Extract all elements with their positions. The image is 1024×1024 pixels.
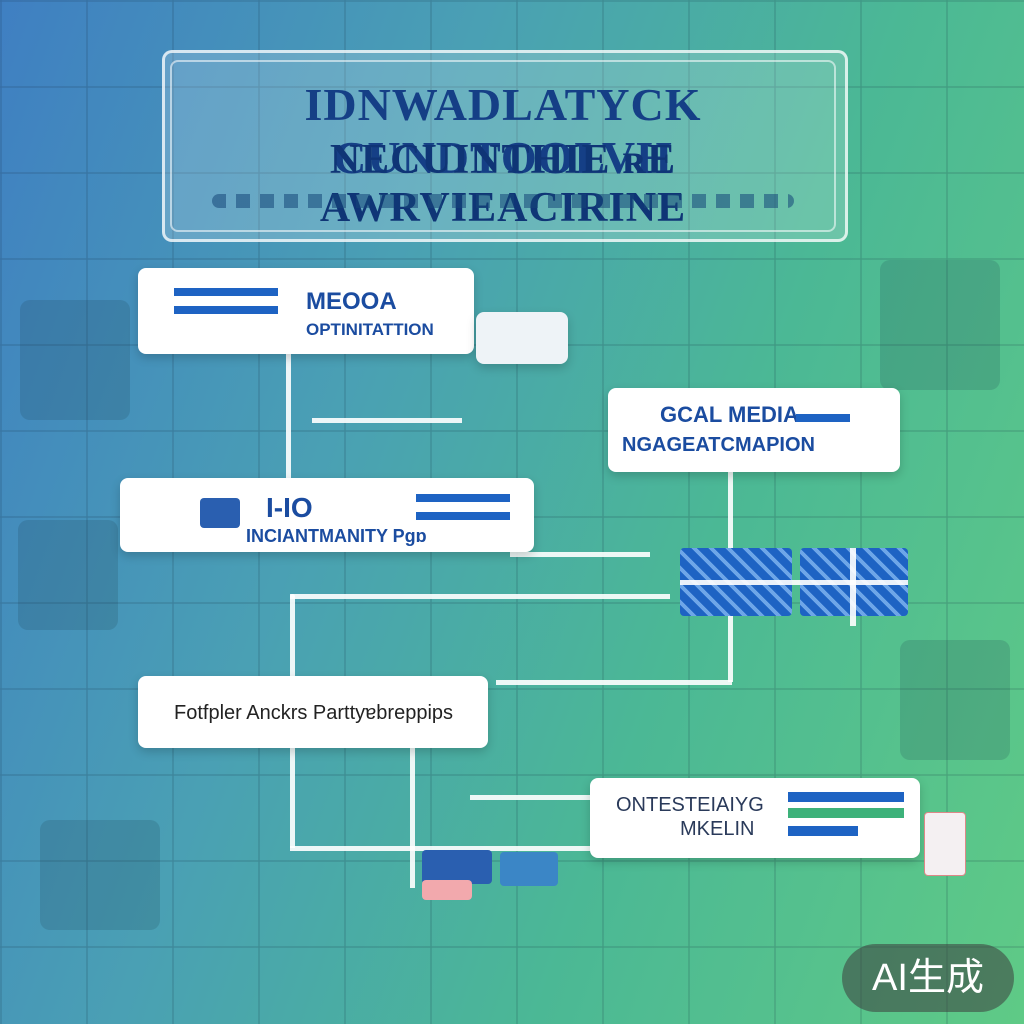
connector-line: [680, 580, 908, 585]
icon-box: [422, 850, 492, 884]
connector-line: [312, 418, 462, 423]
background-tile: [900, 640, 1010, 760]
connector-line: [850, 548, 856, 626]
title-line-2: NECUINTHIE ʀE AWRVIEACIRINE: [319, 137, 687, 231]
connector-line: [290, 846, 590, 851]
background-tile: [20, 300, 130, 420]
media-thumbnail: [476, 312, 568, 364]
connector-line: [290, 594, 295, 678]
title-banner: [162, 50, 848, 242]
node-partners-label: Fotfpler Anckrs Parttyɐbreppips: [174, 702, 454, 724]
icon-box-pink: [422, 880, 472, 900]
connector-line: [496, 680, 732, 685]
node-media-title: MEOOA: [306, 288, 397, 315]
icon-box: [500, 852, 558, 886]
connector-line: [290, 748, 295, 848]
node-bar: [788, 792, 904, 802]
node-media-optimization: MEOOA OPTINITATTION: [138, 268, 474, 354]
node-social-title: GCAL MEDIA: [660, 402, 799, 427]
node-content-subtitle: INCIANTMANITY Pɡɒ: [246, 526, 427, 546]
node-bar: [174, 306, 278, 314]
node-media-subtitle: OPTINITATTION: [306, 320, 434, 339]
node-content-title: I-IO: [266, 492, 313, 523]
background-tile: [40, 820, 160, 930]
node-bar: [416, 512, 510, 520]
node-marketing-title: ONTESTEIAIYG: [616, 794, 764, 816]
node-bar: [788, 826, 858, 836]
title-decoration: [212, 194, 794, 208]
title-banner-inner: IDNWADLATYCK CUNDTOOLVH NECUINTHIE ʀE AW…: [170, 60, 836, 232]
connector-line: [510, 552, 650, 557]
ai-generated-badge: AI生成: [842, 944, 1014, 1012]
node-marketing-subtitle: MKELIN: [680, 818, 755, 840]
background-tile: [880, 260, 1000, 390]
background-tile: [18, 520, 118, 630]
connector-line: [410, 748, 415, 888]
node-partners: Fotfpler Anckrs Parttyɐbreppips: [138, 676, 488, 748]
connector-line: [290, 594, 670, 599]
node-marketing: ONTESTEIAIYG MKELIN: [590, 778, 920, 858]
node-bar-green: [788, 808, 904, 818]
content-icon: [200, 498, 240, 528]
connector-line: [470, 795, 595, 800]
marketing-side-card: [924, 812, 966, 876]
node-social-media: GCAL MEDIA NGAGEATCMAPION: [608, 388, 900, 472]
node-content: I-IO INCIANTMANITY Pɡɒ: [120, 478, 534, 552]
node-bar: [796, 414, 850, 422]
node-bar: [416, 494, 510, 502]
connector-line: [286, 354, 291, 478]
node-social-subtitle: NGAGEATCMAPION: [622, 434, 815, 456]
title-line-1: IDNWADLATYCK CUNDTOOLVH: [304, 79, 702, 183]
node-bar: [174, 288, 278, 296]
